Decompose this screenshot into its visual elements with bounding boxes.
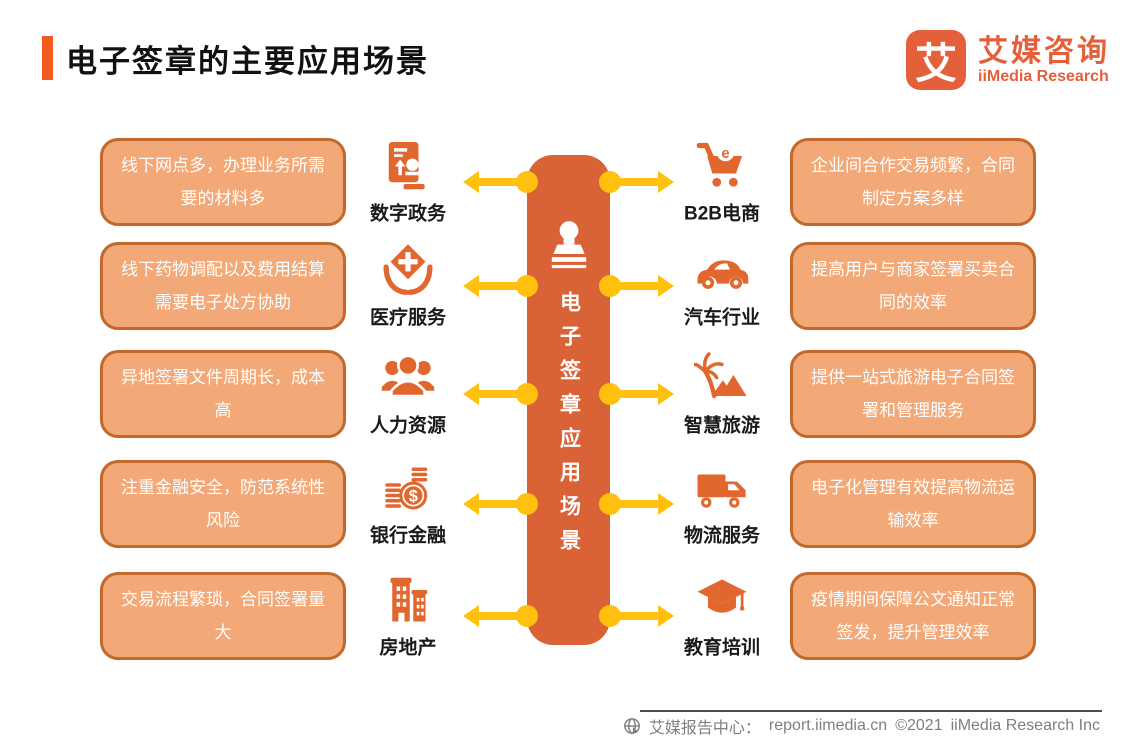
industry-human-resources: 人力资源 [352,351,464,438]
scenario-row: 注重金融安全，防范系统性风险 $ 银行金融 [0,450,1134,558]
palm-pyramid-icon [693,351,750,407]
right-arrow [598,489,678,524]
right-arrow [598,379,678,414]
benefit-box: 企业间合作交易频繁，合同制定方案多样 [790,138,1036,226]
industry-medical-service: 医疗服务 [352,243,464,330]
document-stamp-icon [380,139,436,195]
left-arrow [459,167,539,202]
industry-education-training: 教育培训 [666,573,778,660]
right-arrow [598,601,678,636]
pain-point-box: 交易流程繁琐，合同签署量大 [100,572,346,660]
iimedia-logo-icon: 艾 [906,30,966,90]
svg-text:e: e [721,146,729,162]
svg-text:$: $ [409,487,418,506]
shopping-cart-icon: e [694,139,750,195]
industry-label: B2B电商 [683,203,760,225]
footer-company: iiMedia Research Inc [950,717,1100,734]
industry-label: 银行金融 [369,525,446,547]
logo-brand-en: iiMedia Research [978,67,1109,85]
coins-dollar-icon: $ [380,461,436,517]
benefit-box: 提高用户与商家签署买卖合同的效率 [790,242,1036,330]
scenario-row: 交易流程繁琐，合同签署量大 房地产 [0,562,1134,670]
pain-point-box: 异地签署文件周期长，成本高 [100,350,346,438]
footer-copyright: ©2021 [895,717,943,734]
graduation-cap-icon [694,573,750,629]
industry-b2b-ecommerce: e B2B电商 [666,139,778,226]
footer: 艾媒报告中心： report.iimedia.cn ©2021 iiMedia … [623,714,1100,737]
benefit-box: 提供一站式旅游电子合同签署和管理服务 [790,350,1036,438]
scenario-row: 线下网点多，办理业务所需要的材料多 数字政务 [0,128,1134,236]
industry-banking-finance: $ 银行金融 [352,461,464,548]
footer-source-label: 艾媒报告中心： [648,720,761,737]
industry-label: 教育培训 [683,637,760,659]
logo-brand-cn: 艾媒咨询 [978,34,1110,68]
stamp-icon [544,155,594,275]
left-arrow [459,601,539,636]
pain-point-box: 注重金融安全，防范系统性风险 [100,460,346,548]
medical-hands-icon [380,243,436,299]
industry-label: 房地产 [379,637,437,659]
industry-logistics: 物流服务 [666,461,778,548]
industry-digital-government: 数字政务 [352,139,464,226]
right-arrow [598,167,678,202]
left-arrow [459,379,539,414]
industry-automotive: 汽车行业 [666,243,778,330]
industry-label: 医疗服务 [369,307,446,329]
pain-point-box: 线下药物调配以及费用结算需要电子处方协助 [100,242,346,330]
globe-cursor-icon [623,717,641,735]
center-pillar: 电子签章应用场景 [527,155,610,645]
footer-divider [640,710,1102,712]
footer-url: report.iimedia.cn [768,717,888,734]
industry-label: 人力资源 [369,415,446,437]
page-title: 电子签章的主要应用场景 [66,44,429,79]
scenario-row: 异地签署文件周期长，成本高 人力资源 [0,340,1134,448]
industry-label: 数字政务 [369,203,446,225]
benefit-box: 疫情期间保障公文通知正常签发，提升管理效率 [790,572,1036,660]
left-arrow [459,489,539,524]
buildings-icon [380,573,436,629]
title-accent-bar [42,36,53,80]
pain-point-box: 线下网点多，办理业务所需要的材料多 [100,138,346,226]
industry-label: 物流服务 [683,525,760,547]
people-icon [380,351,436,407]
industry-real-estate: 房地产 [352,573,464,660]
industry-label: 智慧旅游 [683,415,760,437]
industry-label: 汽车行业 [683,307,760,329]
industry-smart-tourism: 智慧旅游 [666,351,778,438]
left-arrow [459,271,539,306]
right-arrow [598,271,678,306]
scenario-row: 线下药物调配以及费用结算需要电子处方协助 医疗服务 [0,232,1134,340]
pillar-label: 电子签章应用场景 [557,291,581,563]
iimedia-logo: 艾 艾媒咨询 iiMedia Research [906,30,1110,90]
benefit-box: 电子化管理有效提高物流运输效率 [790,460,1036,548]
car-icon [694,243,750,299]
truck-icon [694,461,750,517]
